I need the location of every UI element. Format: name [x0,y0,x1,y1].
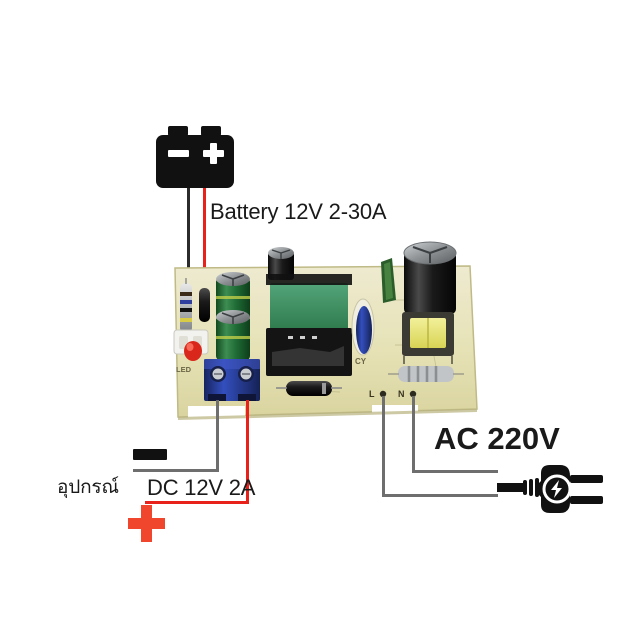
wire-ac-neutral-horizontal [412,470,498,473]
battery-icon [156,126,234,188]
dc-output-label: DC 12V 2A [147,475,256,500]
pad-n [409,390,417,398]
wire-dc-negative-vertical [216,400,219,472]
wire-ac-line-horizontal [382,494,498,497]
battery-minus-sign [168,150,189,157]
ac-input-label: AC 220V [434,421,560,456]
component-diode-bottom [276,381,342,396]
component-terminal-block [204,359,260,401]
wire-battery-negative [187,188,190,318]
silkscreen-n: N [398,389,405,399]
component-cap-small-top [268,247,294,280]
component-transformer-green [266,274,352,376]
component-cap-black-large [403,241,457,314]
pcb-ac-pads: L N [369,389,417,399]
wire-dc-negative-horizontal [133,469,219,472]
power-plug-icon [497,465,603,513]
silkscreen-led: LED [176,365,192,374]
component-led [184,341,202,361]
wire-dc-positive-vertical [246,400,249,504]
component-cap-cy-blue [351,298,375,356]
wire-ac-neutral-vertical [412,396,415,472]
wire-dc-positive-horizontal [145,501,249,504]
component-coil-gray [388,366,464,382]
pad-l [379,390,387,398]
component-cap-film-green [381,258,396,303]
battery-body [156,135,234,188]
silkscreen-cy: CY [355,357,367,366]
component-inductor-small [199,288,210,322]
device-label-thai: อุปกรณ์ [57,476,119,498]
wire-battery-positive [203,188,206,320]
battery-label: Battery 12V 2-30A [210,199,387,224]
dc-negative-symbol [133,449,167,460]
component-transformer-yellow [402,312,454,364]
wire-ac-line-vertical [382,396,385,496]
dc-positive-symbol [128,505,165,542]
battery-plus-sign-h [203,150,224,157]
battery-terminal-negative [168,126,188,136]
silkscreen-l: L [369,389,375,399]
component-cap-green-1 [216,272,250,320]
component-resistor-left [180,278,192,340]
component-cap-green-2 [216,310,250,360]
battery-terminal-positive [201,126,221,136]
